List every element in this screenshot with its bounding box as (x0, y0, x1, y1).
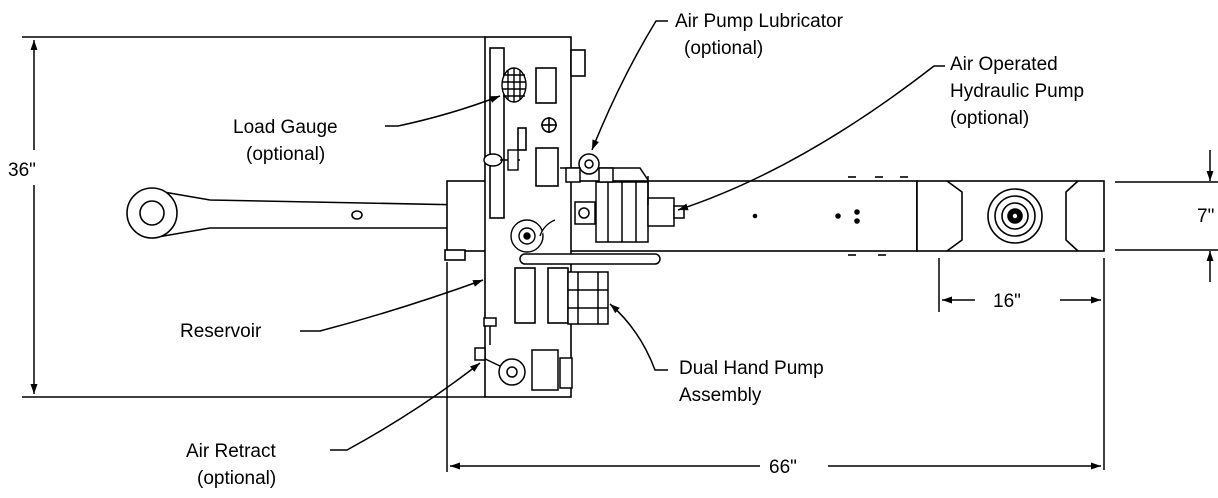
svg-text:Dual Hand Pump: Dual Hand Pump (679, 358, 824, 379)
lifting-head (916, 180, 1105, 252)
air-pump-lubricator (565, 153, 614, 183)
control-body (484, 36, 586, 398)
label-load-gauge: Load Gauge (optional) (233, 117, 338, 165)
control-valves (483, 149, 556, 253)
dimension-66in-label: 66" (769, 457, 797, 478)
label-air-pump-lubricator: Air Pump Lubricator (optional) (675, 11, 844, 59)
dimension-36in-label: 36" (8, 160, 36, 181)
label-air-retract: Air Retract (optional) (186, 441, 276, 489)
dual-hand-pump (567, 271, 609, 325)
dimension-16in-label: 16" (993, 291, 1021, 312)
svg-text:Assembly: Assembly (679, 385, 762, 406)
svg-text:Load Gauge: Load Gauge (233, 117, 338, 138)
label-air-operated-hydraulic-pump: Air Operated Hydraulic Pump (optional) (950, 54, 1084, 129)
dimension-7in-label: 7" (1197, 206, 1214, 227)
svg-text:Hydraulic Pump: Hydraulic Pump (950, 81, 1084, 102)
dimension-36in (22, 36, 485, 398)
pump-handle (126, 187, 479, 239)
dimension-66in (446, 262, 1101, 472)
air-retract (474, 317, 573, 391)
svg-text:(optional): (optional) (950, 108, 1029, 129)
svg-text:(optional): (optional) (197, 468, 276, 489)
label-dual-hand-pump-assembly: Dual Hand Pump Assembly (679, 358, 824, 406)
label-reservoir: Reservoir (180, 321, 262, 342)
svg-text:Reservoir: Reservoir (180, 321, 262, 342)
svg-text:(optional): (optional) (246, 144, 325, 165)
svg-text:Air Operated: Air Operated (950, 54, 1058, 75)
svg-text:Air Pump Lubricator: Air Pump Lubricator (675, 11, 844, 32)
leader-lines (300, 20, 945, 451)
return-tube (519, 253, 661, 265)
svg-text:(optional): (optional) (684, 38, 763, 59)
dimension-7in (1115, 150, 1218, 282)
dimension-16in (938, 258, 1105, 470)
svg-text:Air Retract: Air Retract (186, 441, 276, 462)
load-gauge (501, 67, 527, 103)
